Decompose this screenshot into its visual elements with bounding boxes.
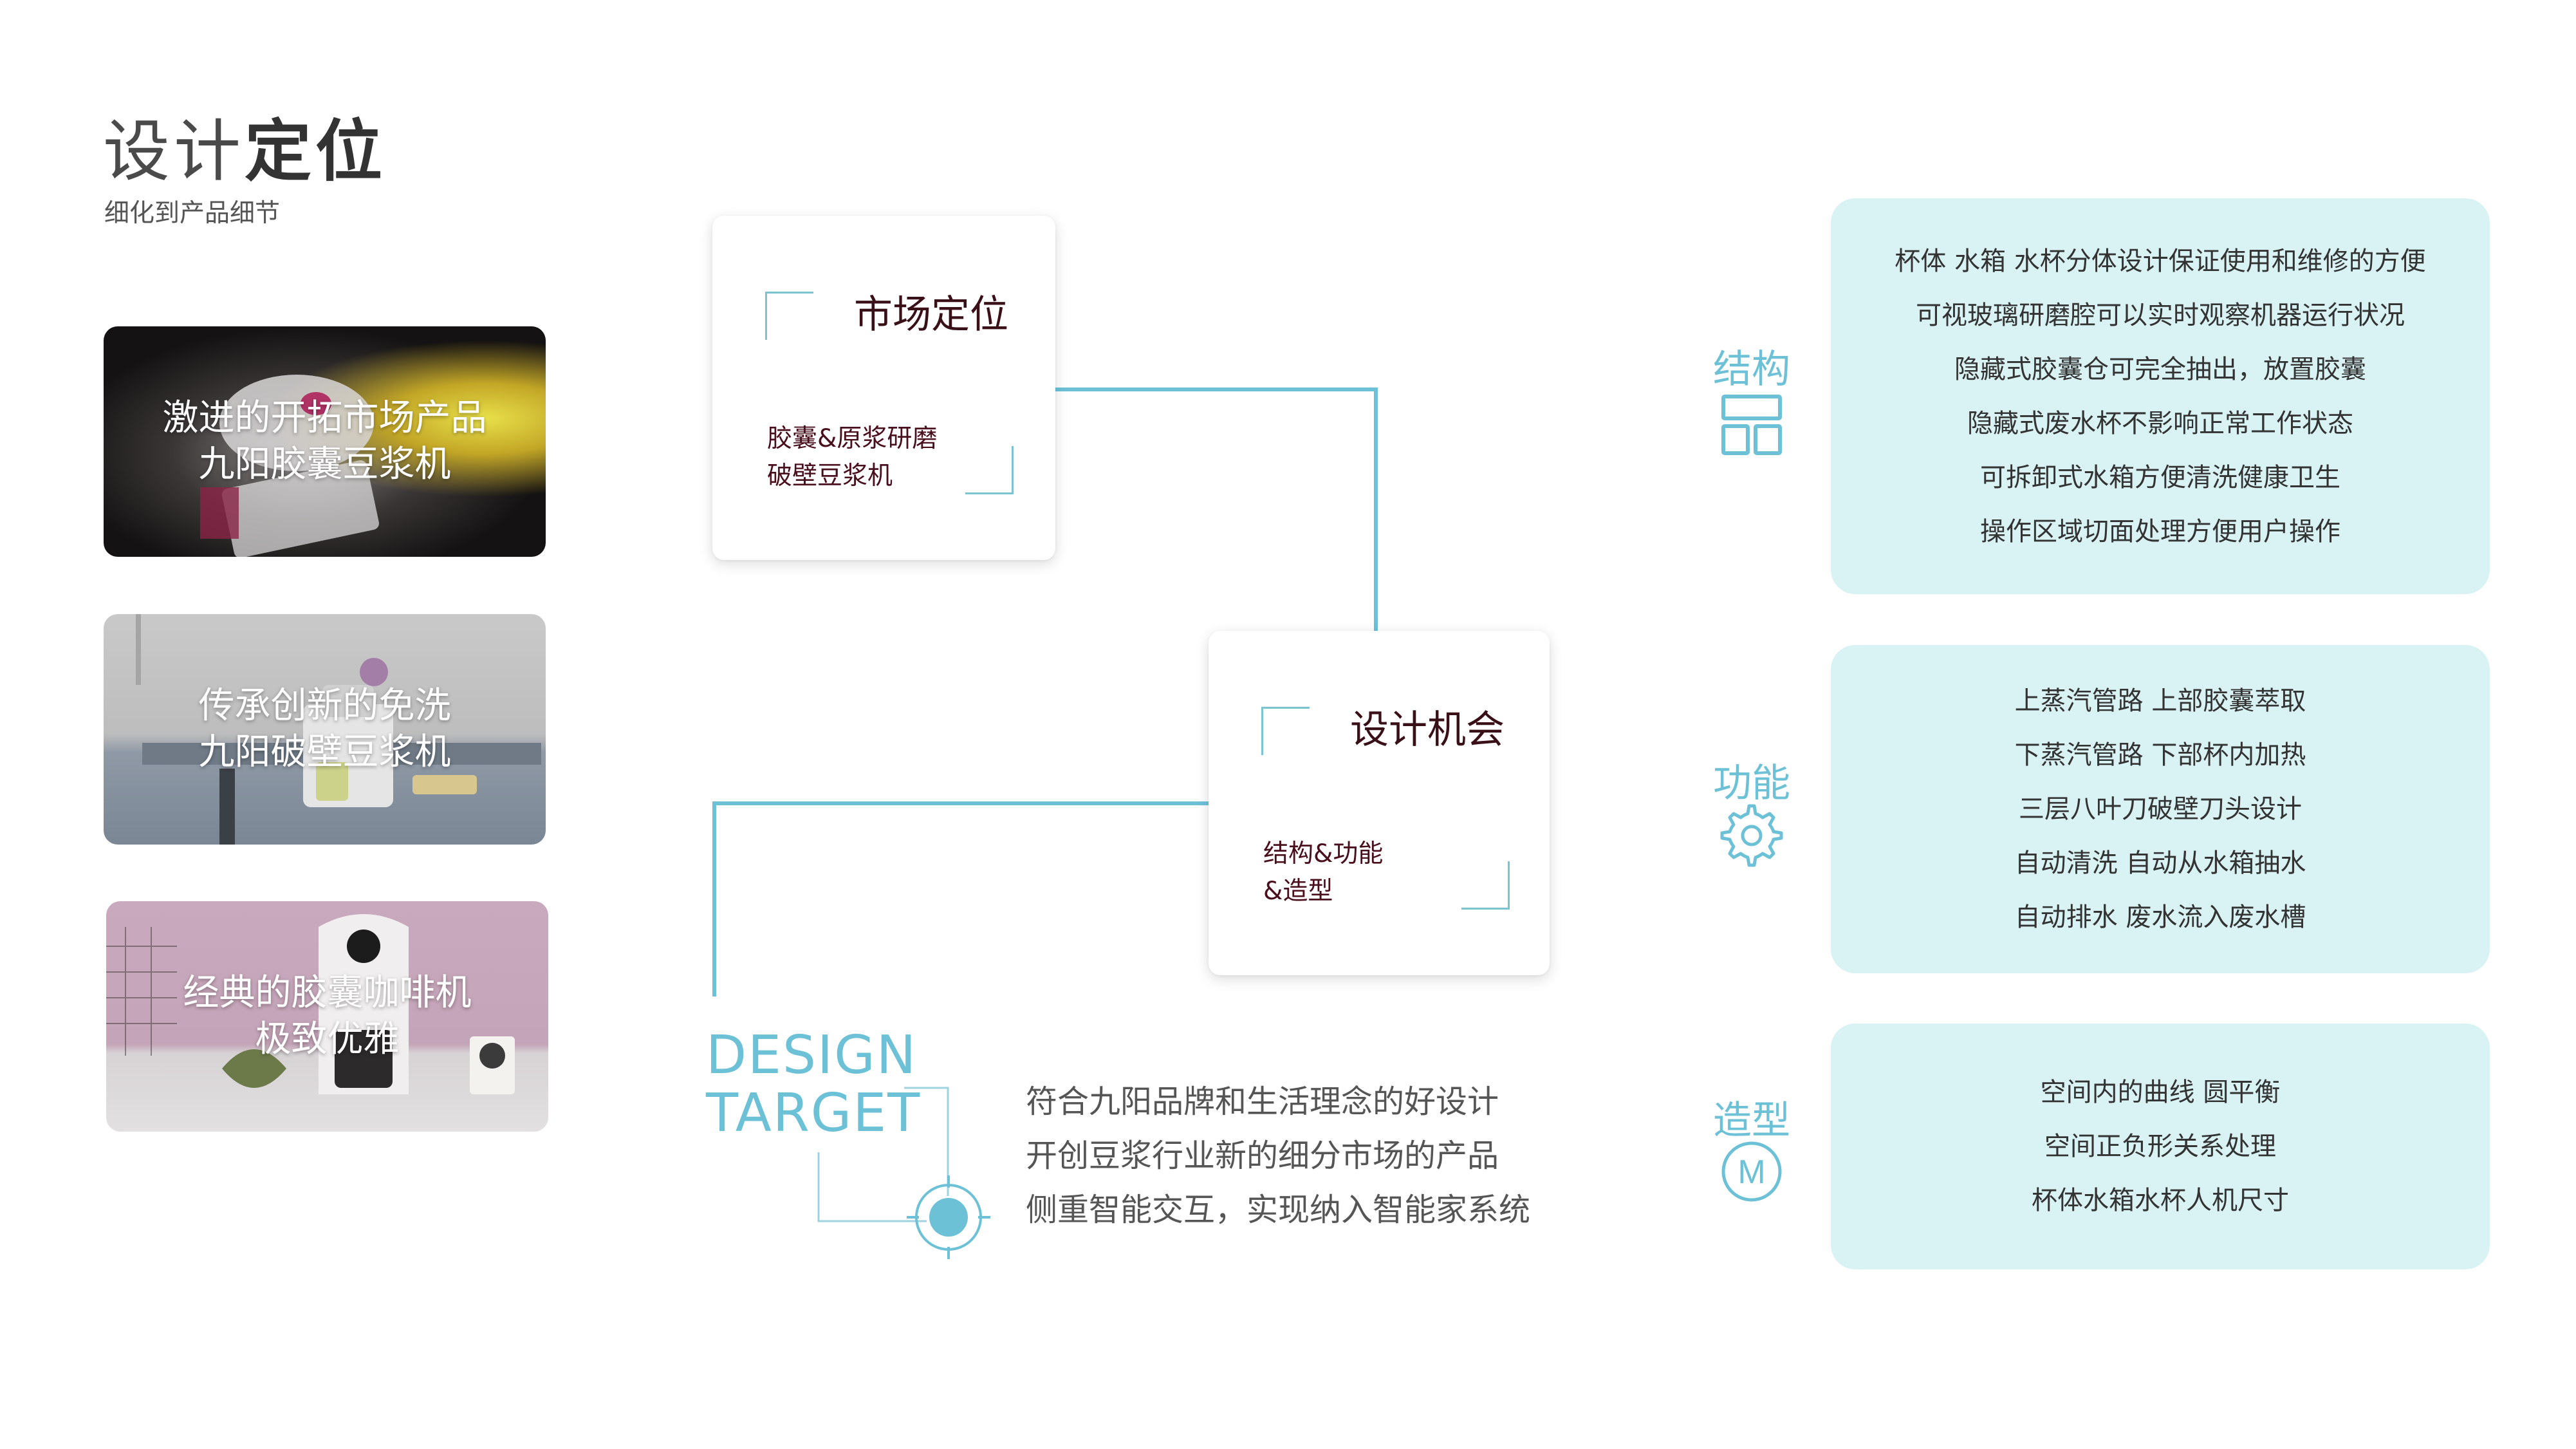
shape-row: 空间正负形关系处理 — [2044, 1132, 2276, 1161]
function-panel: 上蒸汽管路 上部胶囊萃取 下蒸汽管路 下部杯内加热 三层八叶刀破壁刀头设计 自动… — [1831, 645, 2490, 973]
structure-row: 隐藏式废水杯不影响正常工作状态 — [1967, 408, 2353, 438]
function-row: 自动排水 废水流入废水槽 — [2014, 902, 2306, 932]
corner-decoration-top-left — [765, 292, 813, 340]
function-row: 自动清洗 自动从水箱抽水 — [2014, 848, 2306, 878]
design-target-line-2: TARGET — [706, 1083, 922, 1144]
market-card-title: 市场定位 — [854, 292, 1008, 337]
m-letter: M — [1737, 1154, 1765, 1191]
layout-grid-icon — [1721, 395, 1782, 455]
structure-row: 可拆卸式水箱方便清洗健康卫生 — [1980, 462, 2340, 492]
corner-decoration-bottom-right — [965, 446, 1014, 494]
market-card-line-2: 破壁豆浆机 — [767, 462, 893, 491]
market-card-line-1: 胶囊&原浆研磨 — [767, 424, 938, 453]
structure-row: 可视玻璃研磨腔可以实时观察机器运行状况 — [1916, 300, 2405, 330]
page-subtitle: 细化到产品细节 — [104, 199, 281, 228]
function-row: 三层八叶刀破壁刀头设计 — [2019, 794, 2302, 824]
photo-caption-line-1: 传承创新的免洗 — [198, 685, 451, 727]
corner-decoration-top-left — [1261, 707, 1310, 755]
machine-illustration — [200, 375, 379, 557]
coffee-machine-illustration — [106, 914, 515, 1094]
design-target-heading: DESIGN TARGET — [706, 1027, 921, 1143]
corner-decoration-bottom-right — [1461, 861, 1510, 910]
photo-caption-line-2: 九阳胶囊豆浆机 — [198, 444, 451, 485]
title-part-1: 设计 — [103, 112, 245, 191]
function-label: 功能 — [1713, 761, 1790, 806]
photo-caption-line-2: 九阳破壁豆浆机 — [198, 731, 451, 773]
structure-panel: 杯体 水箱 水杯分体设计保证使用和维修的方便 可视玻璃研磨腔可以实时观察机器运行… — [1831, 198, 2490, 594]
m-circle-icon: M — [1721, 1141, 1782, 1202]
table-scene-illustration — [136, 614, 541, 845]
photo-caption-line-1: 激进的开拓市场产品 — [162, 397, 487, 439]
function-row: 下蒸汽管路 下部杯内加热 — [2014, 740, 2306, 770]
title-part-2: 定位 — [245, 112, 387, 191]
opportunity-card-line-2: &造型 — [1263, 877, 1333, 906]
target-bracket-upper — [904, 1087, 949, 1196]
photo-card-coffee-machine: 经典的胶囊咖啡机 极致优雅 — [106, 901, 548, 1132]
function-row: 上蒸汽管路 上部胶囊萃取 — [2014, 686, 2306, 716]
design-target-point: 侧重智能交互，实现纳入智能家系统 — [1026, 1192, 1531, 1228]
page-title: 设计定位 — [103, 97, 386, 194]
design-target-points: 符合九阳品牌和生活理念的好设计 开创豆浆行业新的细分市场的产品 侧重智能交互，实… — [1026, 1075, 1530, 1237]
connector-market-to-opportunity — [1055, 388, 1378, 631]
opportunity-card-title: 设计机会 — [1350, 707, 1505, 753]
design-opportunity-card: 设计机会 结构&功能 &造型 — [1209, 631, 1550, 975]
photo-caption-line-2: 极致优雅 — [255, 1018, 400, 1060]
connector-opportunity-to-target — [712, 801, 1209, 996]
shape-panel: 空间内的曲线 圆平衡 空间正负形关系处理 杯体水箱水杯人机尺寸 — [1831, 1024, 2490, 1269]
shape-label: 造型 — [1713, 1098, 1790, 1143]
structure-row: 隐藏式胶囊仓可完全抽出，放置胶囊 — [1954, 354, 2366, 384]
photo-caption-line-1: 经典的胶囊咖啡机 — [183, 972, 472, 1014]
design-target-point: 符合九阳品牌和生活理念的好设计 — [1026, 1083, 1499, 1120]
market-positioning-card: 市场定位 胶囊&原浆研磨 破壁豆浆机 — [712, 216, 1055, 560]
photo-card-blender: 传承创新的免洗 九阳破壁豆浆机 — [104, 614, 546, 845]
target-bracket-lower — [817, 1152, 927, 1222]
structure-row: 操作区域切面处理方便用户操作 — [1980, 516, 2340, 547]
target-icon — [907, 1175, 990, 1259]
photo-card-capsule-soymilk-maker: 激进的开拓市场产品 九阳胶囊豆浆机 — [104, 326, 546, 557]
opportunity-card-line-1: 结构&功能 — [1263, 839, 1384, 868]
design-target-line-1: DESIGN — [706, 1025, 918, 1086]
gear-icon — [1720, 804, 1783, 867]
design-target-point: 开创豆浆行业新的细分市场的产品 — [1026, 1137, 1499, 1174]
shape-row: 杯体水箱水杯人机尺寸 — [2032, 1186, 2289, 1215]
structure-label: 结构 — [1713, 347, 1790, 392]
shape-row: 空间内的曲线 圆平衡 — [2040, 1078, 2281, 1107]
structure-row: 杯体 水箱 水杯分体设计保证使用和维修的方便 — [1895, 246, 2426, 276]
